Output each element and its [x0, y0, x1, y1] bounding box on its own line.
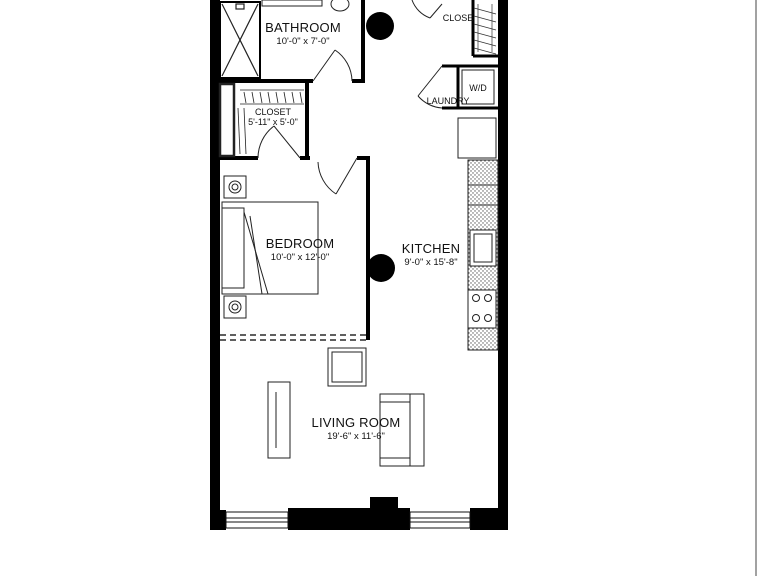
- room-name: BATHROOM: [265, 20, 341, 35]
- interior-walls: [219, 0, 498, 341]
- sofa: [379, 393, 425, 467]
- washer-dryer-label: W/D: [462, 84, 494, 93]
- stove: [467, 289, 497, 329]
- closet-shelving: [473, 4, 497, 55]
- living-room-label: LIVING ROOM 19'-6" x 11'-6": [306, 416, 406, 442]
- nightstand: [223, 175, 247, 319]
- bed: [221, 201, 319, 295]
- closet-top-label: CLOSE: [438, 14, 478, 23]
- exterior-walls: [210, 0, 508, 530]
- closet-left: [218, 82, 304, 158]
- closet-door: [257, 125, 301, 159]
- bedroom-label: BEDROOM 10'-0" x 12'-0": [252, 237, 348, 263]
- structural-column: [366, 12, 394, 40]
- laundry-label: LAUNDRY: [420, 97, 476, 106]
- laundry-door: [417, 65, 443, 109]
- bedroom-door: [317, 157, 358, 195]
- appliance-name: W/D: [469, 83, 487, 93]
- room-name: LAUNDRY: [426, 96, 470, 106]
- room-dimensions: 9'-0" x 15'-8": [404, 257, 458, 268]
- kitchen-sink: [469, 229, 497, 267]
- room-dimensions: 19'-6" x 11'-6": [327, 431, 385, 442]
- room-dimensions: 10'-0" x 7'-0": [276, 36, 330, 47]
- washer-dryer: [461, 69, 495, 105]
- armchair: [327, 347, 367, 387]
- windows: [225, 511, 471, 529]
- room-dimensions: 10'-0" x 12'-0": [270, 252, 330, 263]
- room-name: KITCHEN: [401, 241, 461, 256]
- room-name: BEDROOM: [265, 236, 335, 251]
- bathroom-label: BATHROOM 10'-0" x 7'-0": [258, 21, 348, 47]
- closet-door: [411, 0, 443, 19]
- bathroom-fixtures: [261, 0, 350, 12]
- structural-column: [367, 254, 395, 282]
- kitchen-label: KITCHEN 9'-0" x 15'-8": [392, 242, 470, 268]
- room-name: CLOSE: [442, 13, 474, 23]
- bathroom-door: [312, 49, 353, 82]
- shower-icon: [221, 3, 259, 77]
- room-dimensions: 5'-11" x 5'-0": [248, 117, 298, 127]
- tv-console: [267, 381, 291, 459]
- room-name: LIVING ROOM: [311, 415, 401, 430]
- closet-label: CLOSET 5'-11" x 5'-0": [240, 108, 306, 127]
- room-name: CLOSET: [254, 107, 291, 117]
